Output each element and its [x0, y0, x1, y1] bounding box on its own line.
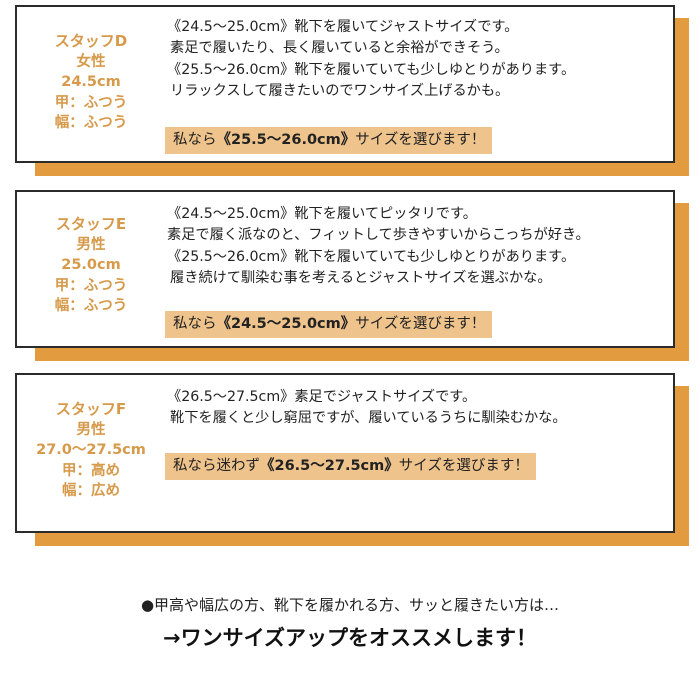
staff-gender: 男性: [76, 236, 106, 253]
review-line: リラックスして履きたいのでワンサイズ上げるかも。: [170, 82, 510, 99]
recommend-prefix: 私なら: [173, 316, 217, 332]
staff-card-e: スタッフE 男性 25.0cm 甲：ふつう 幅：ふつう 《24.5～25.0cm…: [15, 190, 689, 361]
staff-size: 25.0cm: [61, 257, 121, 273]
review-text: 《24.5～25.0cm》靴下を履いてジャストサイズです。 素足で履いたり、長く…: [167, 17, 669, 102]
review-text: 《26.5～27.5cm》素足でジャストサイズです。 靴下を履くと少し窮屈ですが…: [167, 387, 669, 430]
review-line: 素足で履いたり、長く履いていると余裕ができそう。: [170, 40, 509, 57]
recommendation-banner: 私なら《24.5～25.0cm》サイズを選びます！: [165, 311, 493, 338]
recommend-size: 《24.5～25.0cm》: [216, 316, 356, 332]
review-line: 《26.5～27.5cm》素足でジャストサイズです。: [167, 389, 477, 405]
footer-recommendation: →ワンサイズアップをオススメします！: [163, 626, 537, 650]
recommend-size: 《26.5～27.5cm》: [260, 458, 399, 474]
review-line: 靴下を履くと少し窮屈ですが、履いているうちに馴染むかな。: [170, 410, 567, 427]
staff-width: 幅：ふつう: [54, 115, 128, 131]
review-line: 《24.5～25.0cm》靴下を履いてジャストサイズです。: [167, 19, 519, 35]
card-body: スタッフE 男性 25.0cm 甲：ふつう 幅：ふつう 《24.5～25.0cm…: [15, 190, 675, 348]
footer-note: ●甲高や幅広の方、靴下を履かれる方、サッと履きたい方は…: [140, 596, 560, 614]
recommend-prefix: 私なら: [173, 132, 217, 148]
recommendation-banner: 私なら《25.5～26.0cm》サイズを選びます！: [165, 127, 493, 154]
staff-name: スタッフD: [54, 32, 128, 50]
review-line: 《25.5～26.0cm》靴下を履いていても少しゆとりがあります。: [167, 61, 576, 78]
review-line: 履き続けて馴染む事を考えるとジャストサイズを選ぶかな。: [170, 269, 552, 286]
staff-width: 幅：ふつう: [54, 298, 128, 314]
staff-instep: 甲：ふつう: [54, 94, 128, 111]
staff-size: 24.5cm: [61, 74, 121, 90]
staff-profile: スタッフE 男性 25.0cm 甲：ふつう 幅：ふつう: [17, 214, 165, 317]
review-text: 《24.5～25.0cm》靴下を履いてピッタリです。 素足で履く派なのと、フィッ…: [167, 204, 669, 289]
staff-instep: 甲：ふつう: [54, 277, 128, 294]
staff-name: スタッフF: [55, 400, 127, 418]
staff-instep: 甲：高め: [62, 462, 120, 479]
staff-profile: スタッフD 女性 24.5cm 甲：ふつう 幅：ふつう: [17, 31, 165, 134]
review-line: 《24.5～25.0cm》靴下を履いてピッタリです。: [167, 206, 477, 222]
staff-name: スタッフE: [55, 215, 127, 233]
recommend-size: 《25.5～26.0cm》: [216, 132, 356, 148]
review-line: 《25.5～26.0cm》靴下を履いていても少しゆとりがあります。: [167, 248, 576, 265]
card-body: スタッフD 女性 24.5cm 甲：ふつう 幅：ふつう 《24.5～25.0cm…: [15, 5, 675, 163]
staff-profile: スタッフF 男性 27.0～27.5cm 甲：高め 幅：広め: [17, 399, 165, 502]
recommend-prefix: 私なら迷わず: [173, 458, 260, 474]
staff-gender: 男性: [76, 421, 106, 438]
card-body: スタッフF 男性 27.0～27.5cm 甲：高め 幅：広め 《26.5～27.…: [15, 373, 675, 533]
staff-card-f: スタッフF 男性 27.0～27.5cm 甲：高め 幅：広め 《26.5～27.…: [15, 373, 689, 546]
recommend-suffix: サイズを選びます！: [355, 132, 486, 148]
review-line: 素足で履く派なのと、フィットして歩きやすいからこっちが好き。: [167, 227, 590, 244]
staff-gender: 女性: [76, 53, 106, 70]
recommend-suffix: サイズを選びます！: [355, 316, 486, 332]
staff-width: 幅：広め: [62, 483, 120, 499]
recommend-suffix: サイズを選びます！: [398, 458, 529, 474]
staff-card-d: スタッフD 女性 24.5cm 甲：ふつう 幅：ふつう 《24.5～25.0cm…: [15, 5, 689, 176]
staff-size: 27.0～27.5cm: [36, 442, 146, 458]
recommendation-banner: 私なら迷わず《26.5～27.5cm》サイズを選びます！: [165, 453, 536, 480]
